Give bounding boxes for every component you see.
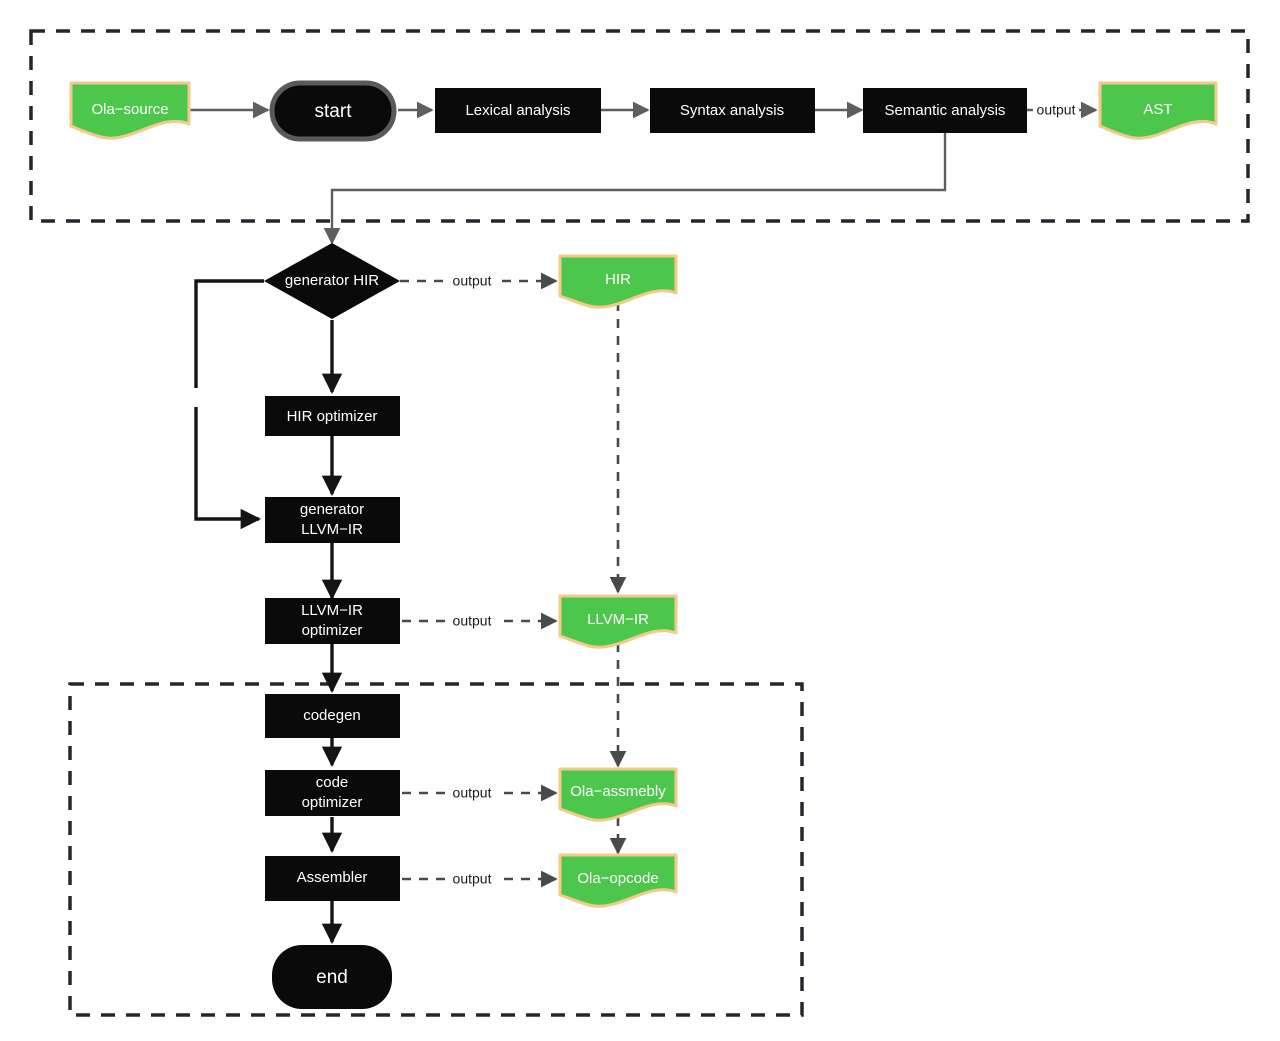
node-llvm-ir-optimizer[interactable]: LLVM−IR optimizer [265, 598, 400, 644]
generator-hir-diamond-shape [264, 243, 400, 319]
node-ast[interactable]: AST [1098, 81, 1218, 140]
llvm-output-label-bg [446, 611, 498, 631]
generator-llvm-ir-box [265, 497, 400, 543]
semantic-analysis-box [863, 88, 1027, 133]
edge-hir-bypass-upper [194, 279, 264, 388]
node-hir[interactable]: HIR [558, 254, 678, 309]
edge-label-assembly-output: output [453, 785, 492, 801]
ola-source-label: Ola−source [91, 101, 168, 118]
node-code-optimizer[interactable]: code optimizer [265, 770, 400, 816]
end-terminator-shape [272, 945, 392, 1009]
llvm-ir-optimizer-label-line1: LLVM−IR [301, 602, 363, 619]
backend-dashed-group [68, 682, 804, 1017]
edge-semantic-to-generator-hir [323, 133, 947, 245]
ast-output-label-bg [1033, 100, 1079, 120]
ola-source-document-shape [69, 81, 191, 140]
node-assembler[interactable]: Assembler [265, 856, 400, 901]
ola-assembly-document-shape [558, 767, 678, 822]
node-llvm-ir-document[interactable]: LLVM−IR [558, 594, 678, 649]
assembly-output-label-bg [446, 783, 498, 803]
codegen-box [265, 694, 400, 738]
node-semantic-analysis[interactable]: Semantic analysis [863, 88, 1027, 133]
llvm-ir-optimizer-label-line2: optimizer [302, 622, 363, 639]
syntax-analysis-box [650, 88, 815, 133]
code-optimizer-label-line2: optimizer [302, 794, 363, 811]
ola-opcode-document-shape [558, 853, 678, 908]
llvm-ir-optimizer-box [265, 598, 400, 644]
llvm-ir-document-label: LLVM−IR [587, 611, 649, 628]
code-optimizer-label-line1: code [316, 774, 349, 791]
llvm-ir-document-shape [558, 594, 678, 649]
codegen-label: codegen [303, 707, 361, 724]
node-lexical-analysis[interactable]: Lexical analysis [435, 88, 601, 133]
opcode-output-label-bg [446, 869, 498, 889]
frontend-dashed-group [29, 29, 1250, 223]
node-end[interactable]: end [272, 945, 392, 1009]
node-ola-assembly[interactable]: Ola−assmebly [558, 767, 678, 822]
edge-hir-bypass-lower [194, 407, 262, 530]
ast-document-shape [1098, 81, 1218, 140]
edge-label-hir-output: output [453, 273, 492, 289]
ola-opcode-label: Ola−opcode [577, 870, 658, 887]
start-label: start [315, 101, 353, 122]
generator-hir-label: generator HIR [285, 272, 379, 289]
hir-optimizer-box [265, 396, 400, 436]
lexical-analysis-box [435, 88, 601, 133]
node-start[interactable]: start [269, 80, 397, 142]
generator-llvm-ir-label-line2: LLVM−IR [301, 521, 363, 538]
node-codegen[interactable]: codegen [265, 694, 400, 738]
node-hir-optimizer[interactable]: HIR optimizer [265, 396, 400, 436]
edge-label-ast-output: output [1037, 102, 1076, 118]
generator-llvm-ir-label-line1: generator [300, 501, 364, 518]
ast-label: AST [1143, 101, 1172, 118]
hir-output-label-bg [446, 271, 498, 291]
code-optimizer-box [265, 770, 400, 816]
lexical-analysis-label: Lexical analysis [465, 102, 570, 119]
edge-label-opcode-output: output [453, 871, 492, 887]
syntax-analysis-label: Syntax analysis [680, 102, 784, 119]
assembler-label: Assembler [297, 869, 368, 886]
start-terminator-shape [269, 80, 397, 142]
node-generator-llvm-ir[interactable]: generator LLVM−IR [265, 497, 400, 543]
edge-label-llvm-ir-output: output [453, 613, 492, 629]
ola-assembly-label: Ola−assmebly [570, 783, 666, 800]
node-ola-source[interactable]: Ola−source [69, 81, 191, 140]
hir-document-shape [558, 254, 678, 309]
hir-optimizer-label: HIR optimizer [287, 408, 378, 425]
node-syntax-analysis[interactable]: Syntax analysis [650, 88, 815, 133]
semantic-analysis-label: Semantic analysis [885, 102, 1006, 119]
hir-label: HIR [605, 271, 631, 288]
node-ola-opcode[interactable]: Ola−opcode [558, 853, 678, 908]
end-label: end [316, 967, 348, 988]
assembler-box [265, 856, 400, 901]
node-generator-hir[interactable]: generator HIR [264, 243, 400, 319]
